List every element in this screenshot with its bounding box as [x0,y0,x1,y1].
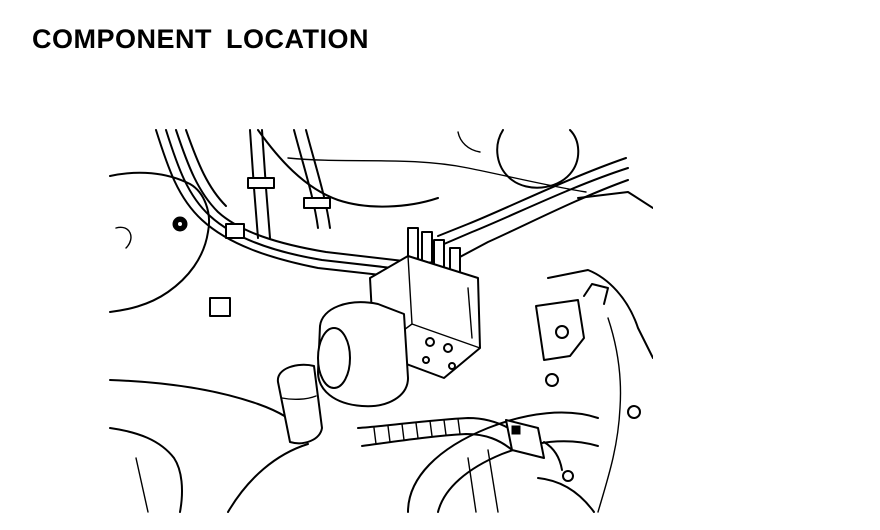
brake-line-bundle-left [155,129,413,279]
right-frame-inner [597,317,622,513]
left-mount-nut [172,216,188,232]
top-right-reservoir-cap [457,131,481,153]
bracket-bolt-lower [627,405,641,419]
brake-line-bundle-right [437,157,629,259]
intake-duct [407,411,599,513]
lower-left-cylinder [276,363,323,445]
left-lower-body-line [109,379,305,433]
bracket-arm [583,283,609,305]
lower-right-line [537,477,595,513]
left-bottom-detail [135,457,149,513]
brake-line-clip [209,223,245,317]
right-frame-lower [547,269,653,359]
bracket-bolt-hole [555,325,569,339]
brake-line-bundle-center [247,129,331,239]
right-frame-rail [577,191,653,209]
abs-modulator-component-illustration [108,128,653,513]
electrical-connector [505,419,574,482]
top-shroud-contour [257,129,439,208]
left-fender-contour [109,171,210,313]
bracket-bolt-upper [545,373,559,387]
abs-pump-motor [305,301,409,408]
corrugated-wire-harness [357,417,519,451]
left-fender-inner-curve [115,226,132,249]
upper-panel-line [287,157,587,193]
page-title: COMPONENT LOCATION [32,24,369,54]
top-right-reservoir [496,129,580,189]
engine-bay-line-drawing [109,129,653,513]
lower-center-line [227,443,309,513]
left-bottom-panel [109,427,183,513]
